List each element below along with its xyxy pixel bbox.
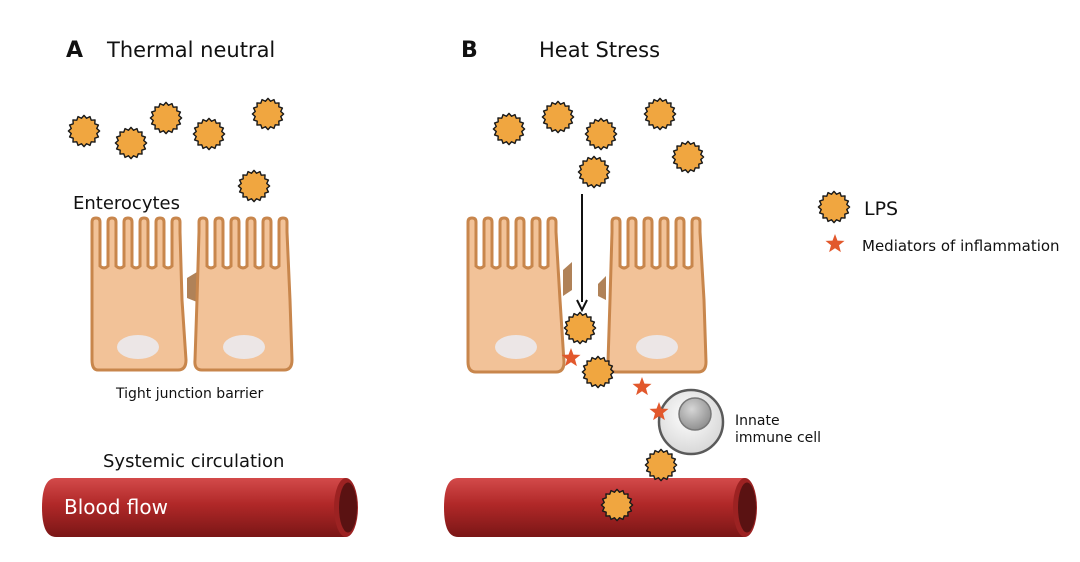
panel-b-enterocytes	[466, 216, 708, 374]
enterocyte-a-right	[193, 216, 294, 372]
panel-b-letter: B	[461, 38, 478, 63]
lps-particle	[149, 101, 183, 135]
nucleus-b-right	[636, 335, 678, 359]
leaky-junction-left	[563, 262, 572, 296]
systemic-circulation-label: Systemic circulation	[103, 451, 284, 472]
leaky-junction-right	[598, 276, 606, 300]
innate-immune-cell	[657, 388, 725, 456]
lps-particle	[114, 126, 148, 160]
immune-cell-label-line2: immune cell	[735, 430, 821, 446]
mediator-star	[649, 402, 669, 421]
lps-particle	[192, 117, 226, 151]
nucleus-a-left	[117, 335, 159, 359]
lps-particle	[581, 355, 615, 389]
mediator-star	[632, 377, 652, 396]
mediator-star	[561, 348, 581, 367]
lps-particle	[643, 97, 677, 131]
blood-flow-label: Blood flow	[64, 495, 168, 519]
lps-particles	[67, 97, 705, 522]
tight-junction-a	[187, 272, 197, 302]
panel-a-title: Thermal neutral	[106, 38, 275, 62]
lps-particle	[541, 100, 575, 134]
lps-particle	[251, 97, 285, 131]
legend-lps-icon	[817, 190, 851, 224]
panel-a-letter: A	[66, 38, 83, 63]
lps-particle	[577, 155, 611, 189]
panel-a-enterocytes	[90, 216, 294, 372]
lps-particle	[237, 169, 271, 203]
legend: LPS Mediators of inflammation	[817, 190, 1060, 255]
immune-cell-label-line1: Innate	[735, 413, 780, 429]
enterocyte-b-left	[466, 216, 566, 374]
legend-mediator-icon	[825, 234, 845, 253]
legend-lps-label: LPS	[864, 198, 898, 220]
lps-particle	[67, 114, 101, 148]
lps-particle	[600, 488, 634, 522]
lps-icon	[817, 190, 851, 224]
inflammation-mediators	[561, 348, 669, 421]
enterocyte-b-right	[606, 216, 708, 374]
blood-vessel-a	[42, 478, 358, 537]
enterocytes-label: Enterocytes	[73, 193, 180, 214]
tight-junction-label: Tight junction barrier	[115, 386, 264, 402]
blood-vessel-b	[444, 478, 757, 537]
lps-particle	[644, 448, 678, 482]
panel-b-title: Heat Stress	[539, 38, 660, 62]
lps-particle	[563, 311, 597, 345]
enterocyte-a-left	[90, 216, 188, 372]
star-icon	[825, 234, 845, 253]
lps-particle	[492, 112, 526, 146]
lps-particle	[671, 140, 705, 174]
translocation-arrow	[576, 194, 588, 313]
nucleus-a-right	[223, 335, 265, 359]
nucleus-b-left	[495, 335, 537, 359]
legend-mediators-label: Mediators of inflammation	[862, 237, 1060, 255]
lps-particle	[584, 117, 618, 151]
